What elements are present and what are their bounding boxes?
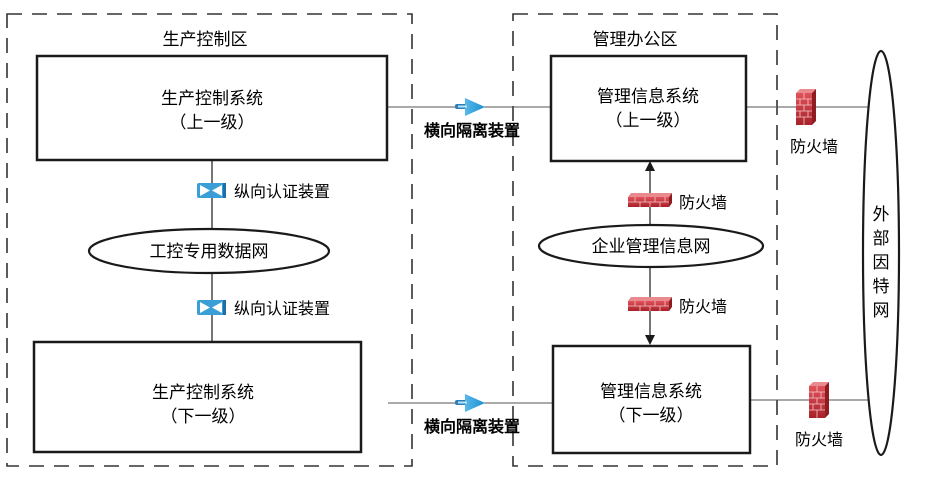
management-zone-border (512, 13, 778, 467)
prod-lower-system-name: 生产控制系统 (152, 383, 254, 403)
mgmt-upper-system-box[interactable]: 管理信息系统 （上一级） (549, 54, 748, 163)
mgmt-lower-system-level: （下一级） (609, 406, 694, 426)
firewall-external-bottom[interactable]: 防火墙 (795, 382, 843, 449)
internet-char-3: 因 (873, 253, 890, 273)
firewall-mgmt-bottom[interactable]: 防火墙 (628, 297, 727, 316)
industrial-data-network[interactable]: 工控专用数据网 (87, 227, 331, 275)
internet-char-1: 外 (873, 205, 890, 225)
enterprise-info-network-label: 企业管理信息网 (592, 237, 711, 257)
prod-upper-system-level: （上一级） (170, 113, 255, 133)
enterprise-info-network[interactable]: 企业管理信息网 (537, 223, 765, 269)
firewall-icon (628, 193, 672, 207)
firewall-icon (796, 89, 816, 125)
firewall-icon (809, 382, 829, 418)
auth-device-icon (197, 183, 226, 198)
prod-lower-system-box[interactable]: 生产控制系统 （下一级） (32, 340, 363, 454)
horizontal-isolation-device-top-label: 横向隔离装置 (424, 121, 520, 140)
mgmt-upper-system-level: （上一级） (606, 111, 691, 131)
vertical-auth-device-top-label: 纵向认证装置 (234, 182, 330, 201)
production-zone-border (6, 13, 413, 467)
horizontal-isolation-device-top[interactable]: 横向隔离装置 (424, 98, 520, 140)
isolation-arrow-icon (455, 98, 485, 116)
isolation-arrow-icon (455, 394, 485, 412)
internet-network[interactable]: 外 部 因 特 网 (861, 49, 901, 457)
mgmt-lower-system-box[interactable]: 管理信息系统 （下一级） (551, 344, 752, 455)
vertical-auth-device-top[interactable]: 纵向认证装置 (197, 182, 330, 201)
mgmt-upper-system-name: 管理信息系统 (597, 87, 699, 107)
firewall-mgmt-bottom-label: 防火墙 (679, 297, 727, 316)
prod-upper-system-box[interactable]: 生产控制系统 （上一级） (35, 54, 389, 162)
horizontal-isolation-device-bottom[interactable]: 横向隔离装置 (424, 394, 520, 436)
internet-char-4: 特 (873, 277, 890, 297)
prod-upper-system-name: 生产控制系统 (161, 89, 263, 109)
firewall-icon (628, 297, 672, 311)
management-zone-label: 管理办公区 (593, 30, 678, 50)
firewall-external-bottom-label: 防火墙 (795, 430, 843, 449)
vertical-auth-device-bottom-label: 纵向认证装置 (234, 299, 330, 318)
industrial-data-network-label: 工控专用数据网 (150, 242, 269, 262)
firewall-external-top-label: 防火墙 (790, 137, 838, 156)
mgmt-lower-system-name: 管理信息系统 (600, 382, 702, 402)
production-zone-label: 生产控制区 (163, 30, 248, 50)
firewall-external-top[interactable]: 防火墙 (790, 89, 838, 156)
vertical-auth-device-bottom[interactable]: 纵向认证装置 (197, 299, 330, 318)
firewall-mgmt-top[interactable]: 防火墙 (628, 193, 727, 212)
prod-lower-system-level: （下一级） (161, 407, 246, 427)
internet-char-5: 网 (873, 301, 890, 321)
auth-device-icon (197, 300, 226, 315)
internet-char-2: 部 (873, 229, 890, 249)
firewall-mgmt-top-label: 防火墙 (679, 193, 727, 212)
horizontal-isolation-device-bottom-label: 横向隔离装置 (424, 417, 520, 436)
